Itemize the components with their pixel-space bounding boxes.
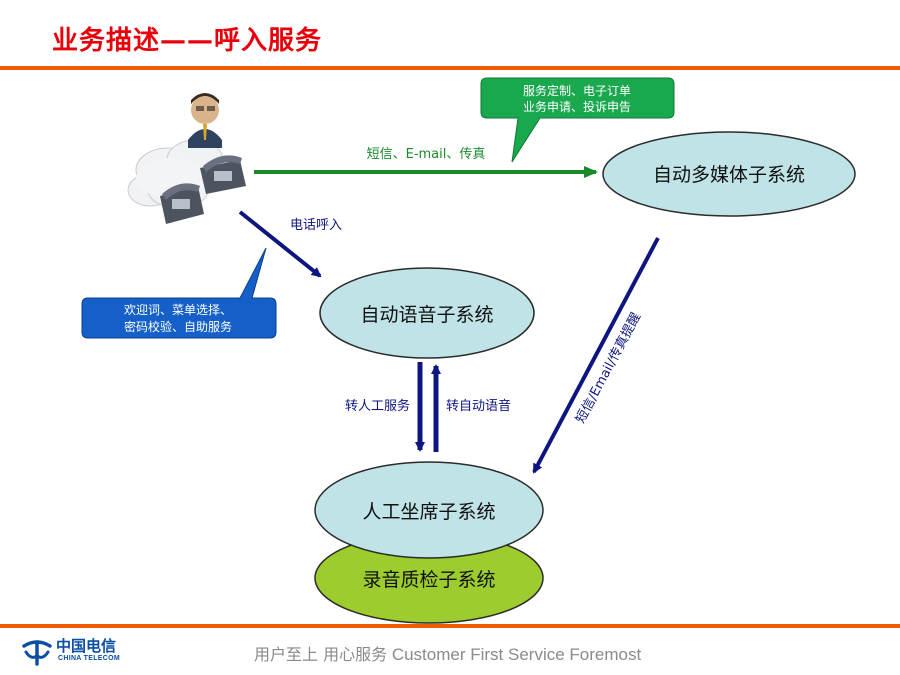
- header-divider: [0, 66, 900, 70]
- phone-call-in-label: 电话呼入: [290, 218, 342, 233]
- to-auto-voice-label: 转自动语音: [446, 398, 511, 414]
- sms-email-fax-label: 短信、E-mail、传真: [367, 147, 486, 162]
- multimedia-subsystem-label: 自动多媒体子系统: [653, 164, 805, 186]
- china-telecom-logo-icon: [22, 640, 52, 666]
- customer-cluster: [127, 93, 246, 224]
- agent-subsystem-label: 人工坐席子系统: [362, 501, 495, 523]
- recording-subsystem-node: 录音质检子系统: [314, 532, 544, 624]
- multimedia-subsystem-node: 自动多媒体子系统: [602, 131, 856, 217]
- green-callout-line2: 业务申请、投诉申告: [523, 99, 631, 114]
- slogan-cn: 用户至上 用心服务: [254, 645, 388, 664]
- page-title: 业务描述——呼入服务: [52, 26, 323, 56]
- blue-callout-line1: 欢迎词、菜单选择、: [124, 302, 232, 317]
- green-callout-line1: 服务定制、电子订单: [523, 83, 631, 98]
- recording-subsystem-label: 录音质检子系统: [362, 569, 495, 591]
- voice-subsystem-node: 自动语音子系统: [319, 267, 535, 359]
- green-callout: 服务定制、电子订单 业务申请、投诉申告: [480, 77, 675, 163]
- customer-person-icon: [188, 93, 222, 148]
- reminder-label: 短信/Email/传真提醒: [572, 310, 644, 426]
- telephone-icon: [160, 155, 246, 224]
- logo-text-cn: 中国电信: [56, 637, 117, 655]
- to-manual-label: 转人工服务: [345, 398, 410, 414]
- agent-subsystem-node: 人工坐席子系统: [314, 461, 544, 559]
- voice-subsystem-label: 自动语音子系统: [360, 304, 493, 326]
- blue-callout-line2: 密码校验、自助服务: [124, 319, 232, 334]
- phone-call-in-arrow: [238, 210, 322, 278]
- footer-divider: [0, 624, 900, 628]
- reminder-arrow: [532, 237, 660, 474]
- footer-slogan: 用户至上 用心服务 Customer First Service Foremos…: [254, 641, 641, 665]
- china-telecom-logo: 中国电信 CHINA TELECOM: [20, 634, 150, 670]
- logo-text-en: CHINA TELECOM: [58, 655, 120, 662]
- blue-callout: 欢迎词、菜单选择、 密码校验、自助服务: [81, 247, 277, 339]
- slogan-en: Customer First Service Foremost: [391, 645, 642, 664]
